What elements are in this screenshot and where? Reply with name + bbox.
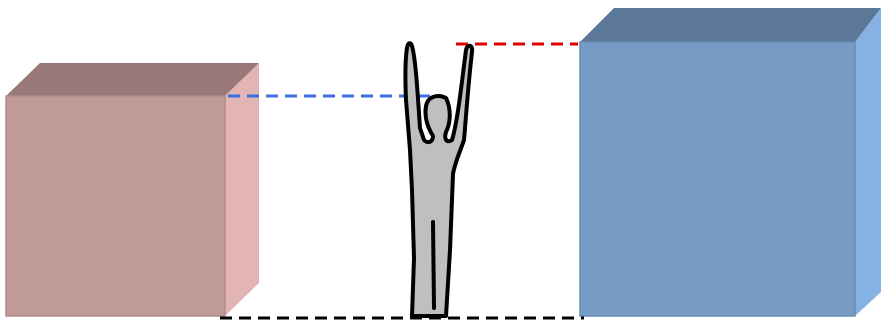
left-box (6, 63, 259, 316)
person-silhouette (405, 43, 472, 316)
left-box-front-face (6, 96, 225, 316)
right-box-side-face (855, 8, 881, 316)
right-box-top-face (580, 8, 881, 42)
left-box-side-face (225, 63, 259, 316)
right-box (580, 8, 881, 316)
person-figure (405, 43, 472, 316)
right-box-front-face (580, 42, 855, 316)
person-leg-divider (433, 222, 434, 308)
left-box-top-face (6, 63, 259, 96)
